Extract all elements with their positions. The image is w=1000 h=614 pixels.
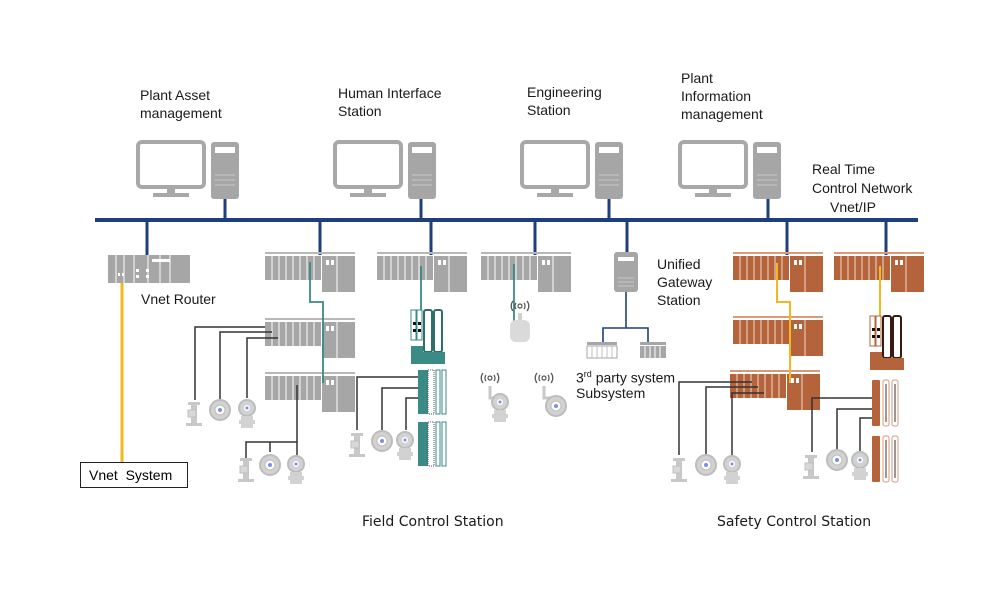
label-safety-control-station: Safety Control Station	[717, 514, 872, 530]
fcs1-rack-bot	[264, 371, 356, 413]
third-party-subsystem	[640, 342, 666, 358]
label-unified-gateway-station: Unified Gateway Station	[657, 256, 713, 308]
workstation-pim	[678, 140, 783, 201]
label-vnet-system: Vnet System	[89, 467, 173, 483]
third-party-system	[586, 342, 618, 359]
workstation-pam	[136, 140, 241, 201]
scs1-rack-bot	[729, 369, 821, 411]
workstation-his	[333, 140, 438, 201]
scs2-terminal-2	[872, 435, 899, 483]
workstation-eng	[520, 140, 625, 201]
vnet-router	[108, 255, 190, 283]
label-human-interface-station: Human Interface Station	[338, 85, 442, 119]
label-plant-asset-management: Plant Asset management	[140, 87, 222, 121]
label-network-line1: Real Time	[812, 161, 876, 177]
label-network-line3: Vnet/IP	[830, 199, 876, 215]
fcs2-io-adapter	[410, 309, 445, 364]
wireless-gateway	[510, 300, 530, 342]
fcs3-rack-top	[480, 251, 572, 293]
label-vnet-router: Vnet Router	[141, 291, 216, 307]
scs1-rack-mid	[732, 315, 824, 357]
label-field-control-station: Field Control Station	[362, 514, 504, 530]
fcs2-terminal-1	[418, 369, 447, 415]
third-party-prefix: 3	[576, 369, 584, 386]
label-plant-information-management: Plant Information management	[681, 70, 763, 122]
scs2-io-adapter	[869, 315, 904, 370]
label-third-party-system: 3rd party system	[576, 365, 675, 387]
scs2-terminal-1	[872, 379, 899, 427]
fcs1-rack-mid	[264, 317, 356, 359]
fcs2-rack-top	[376, 251, 468, 293]
third-party-rest: party system	[591, 369, 676, 386]
third-party-sup: rd	[583, 369, 592, 379]
label-engineering-station: Engineering Station	[527, 84, 602, 118]
unified-gateway-server	[614, 252, 638, 292]
vnet-system-box: Vnet System	[80, 462, 188, 488]
wireless-device-1	[480, 372, 509, 423]
fcs2-terminal-2	[418, 421, 447, 467]
label-subsystem: Subsystem	[576, 385, 646, 401]
wireless-device-2	[534, 372, 567, 417]
label-network-line2: Control Network	[812, 180, 913, 196]
